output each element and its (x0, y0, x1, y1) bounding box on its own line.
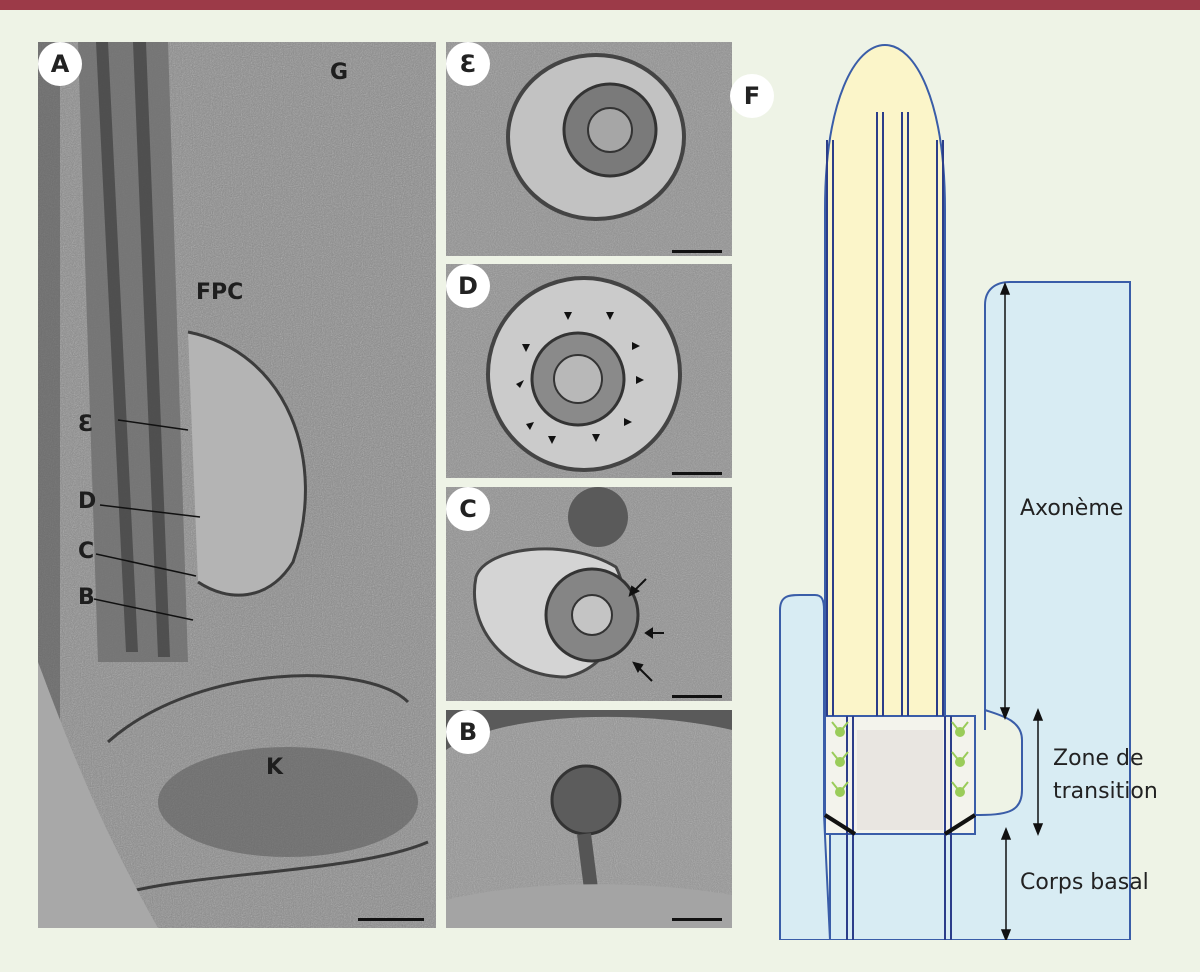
panel-d-badge: D (446, 264, 490, 308)
panel-b-micrograph: B (446, 710, 732, 928)
panel-a-micrograph: A G FPC Ɛ D C B K (38, 42, 436, 928)
panel-a-em-image (38, 42, 436, 928)
dimension-arrows (999, 281, 1044, 940)
transition-fibers (831, 721, 969, 797)
panel-f-badge: F (730, 74, 774, 118)
panel-a-badge: A (38, 42, 82, 86)
label-c: C (78, 539, 95, 564)
panel-c-em-image (446, 487, 732, 701)
panel-e-badge: Ɛ (446, 42, 490, 86)
top-accent-bar (0, 0, 1200, 10)
cilium-schematic (779, 43, 1131, 940)
panel-e-micrograph: Ɛ (446, 42, 732, 256)
cilium-shaft (824, 43, 946, 717)
panel-c-scale-bar (672, 695, 722, 698)
arrows (628, 578, 664, 682)
label-transition-zone-line1: Zone de (1053, 746, 1144, 771)
arrowheads (516, 312, 644, 444)
panel-e-em-image (446, 42, 732, 256)
cell-body-left (779, 594, 832, 940)
label-transition-zone-line2: transition (1053, 779, 1158, 804)
panel-d-em-image (446, 264, 732, 478)
cell-body-right (829, 281, 1131, 940)
label-basal-body: Corps basal (1020, 870, 1149, 895)
panel-b-badge: B (446, 710, 490, 754)
label-e: Ɛ (78, 412, 94, 437)
panel-a-scale-bar (358, 918, 424, 921)
label-g: G (330, 60, 349, 85)
panel-e-scale-bar (672, 250, 722, 253)
label-fpc: FPC (196, 280, 244, 305)
panel-b-scale-bar (672, 918, 722, 921)
label-k: K (266, 755, 284, 780)
panel-d-scale-bar (672, 472, 722, 475)
panel-b-em-image (446, 710, 732, 928)
label-axoneme: Axonème (1020, 496, 1124, 521)
panel-c-badge: C (446, 487, 490, 531)
panel-c-micrograph: C (446, 487, 732, 701)
label-d: D (78, 489, 97, 514)
label-b: B (78, 585, 95, 610)
axoneme-microtubules (826, 112, 952, 940)
panel-d-micrograph: D (446, 264, 732, 478)
